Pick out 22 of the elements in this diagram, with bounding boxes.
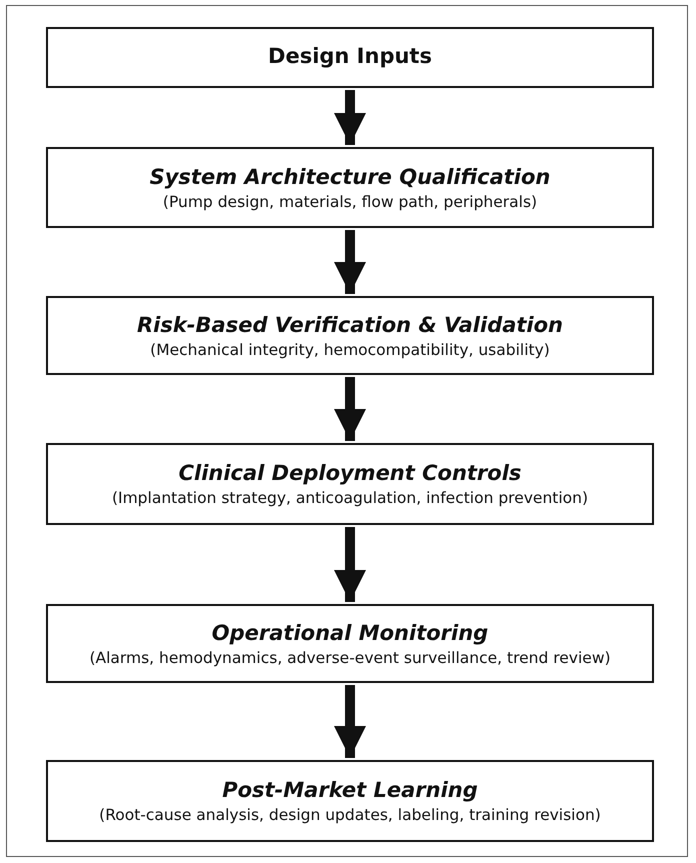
stage-title: Design Inputs [268, 44, 432, 68]
stage-title: Risk-Based Verification & Validation [136, 312, 564, 336]
arrow [334, 685, 366, 758]
stage-title: Post-Market Learning [222, 778, 478, 802]
stage-description: (Alarms, hemodynamics, adverse-event surveillance, trend review) [89, 648, 611, 666]
stage-title: Clinical Deployment Controls [178, 461, 522, 485]
arrow [334, 230, 366, 294]
stage-title: System Architecture Qualification [150, 164, 550, 188]
stage-box [46, 296, 654, 375]
arrow [334, 377, 366, 441]
stage-description: (Mechanical integrity, hemocompatibility, usability) [150, 340, 550, 358]
stage-box [46, 147, 654, 228]
stage-description: (Root-cause analysis, design updates, labeling, training revision) [99, 806, 601, 824]
stage-box [46, 443, 654, 525]
stage-description: (Pump design, materials, flow path, peripherals) [162, 192, 538, 210]
stage-box [46, 604, 654, 683]
input-box [46, 27, 654, 88]
stage-box [46, 760, 654, 842]
arrow [334, 90, 366, 145]
arrow [334, 527, 366, 602]
stage-title: Operational Monitoring [212, 620, 488, 644]
stage-description: (Implantation strategy, anticoagulation, infection prevention) [112, 489, 588, 507]
